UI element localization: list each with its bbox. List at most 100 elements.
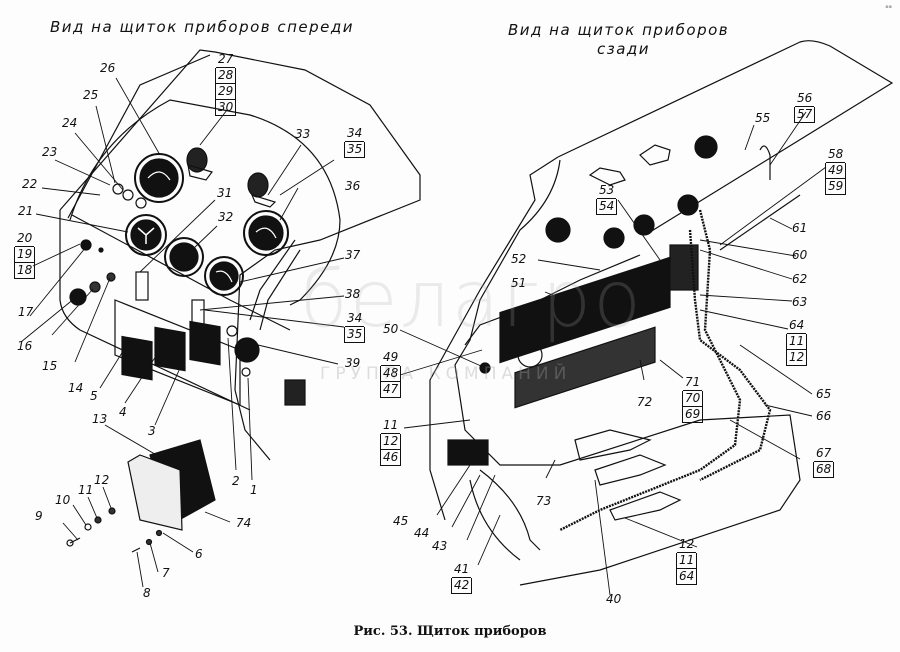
label-49b: 49 [825, 163, 847, 179]
label-56: 56 [795, 91, 815, 107]
label-11c: 11 [676, 553, 698, 569]
relay-regulator [66, 379, 306, 553]
label-67: 67 [814, 446, 834, 462]
label-17: 17 [18, 305, 34, 319]
watermark-text: ГРУППА КОМПАНИЙ [320, 364, 572, 384]
label-stack-53-54: 53 54 [596, 183, 618, 215]
label-41: 41 [452, 562, 472, 578]
label-25: 25 [83, 88, 99, 102]
switch-box [114, 299, 241, 406]
label-12: 12 [94, 473, 110, 487]
label-30: 30 [215, 100, 237, 116]
label-70: 70 [682, 391, 704, 407]
label-11: 11 [78, 483, 94, 497]
label-62: 62 [792, 272, 808, 286]
label-64b: 64 [676, 569, 698, 585]
label-13: 13 [92, 412, 108, 426]
corner-mark: ▪▪ [885, 4, 892, 10]
label-34b: 34 [345, 311, 365, 327]
label-8: 8 [143, 586, 151, 600]
label-10: 10 [55, 493, 71, 507]
label-stack-12-11-64: 12 11 64 [676, 537, 698, 585]
label-22: 22 [22, 177, 38, 191]
label-47: 47 [380, 382, 402, 398]
label-46: 46 [380, 450, 402, 466]
label-60: 60 [792, 248, 808, 262]
label-44: 44 [414, 526, 430, 540]
label-57: 57 [794, 107, 816, 123]
label-69: 69 [682, 407, 704, 423]
label-stack-20-19-18: 20 19 18 [14, 231, 36, 279]
label-stack-71-70-69: 71 70 69 [682, 375, 704, 423]
label-36: 36 [345, 179, 361, 193]
label-64: 64 [787, 318, 807, 334]
label-9: 9 [35, 509, 43, 523]
label-37: 37 [345, 248, 361, 262]
label-33: 33 [295, 127, 311, 141]
label-74: 74 [236, 516, 252, 530]
label-16: 16 [17, 339, 33, 353]
label-51: 51 [511, 276, 527, 290]
label-stack-49-48-47: 49 48 47 [380, 350, 402, 398]
label-stack-34-35-top: 34 35 [344, 126, 366, 158]
label-7: 7 [162, 566, 170, 580]
label-63: 63 [792, 295, 808, 309]
figure-caption: Рис. 53. Щиток приборов [353, 624, 547, 639]
label-66: 66 [816, 409, 832, 423]
label-27: 27 [216, 52, 236, 68]
rear-view-title-line1: Вид на щиток приборов [508, 21, 730, 39]
front-gauges [69, 147, 289, 377]
label-20: 20 [15, 231, 35, 247]
label-26: 26 [100, 61, 116, 75]
label-73: 73 [536, 494, 552, 508]
label-61: 61 [792, 221, 808, 235]
label-35: 35 [344, 142, 366, 158]
label-65: 65 [816, 387, 832, 401]
label-42: 42 [451, 578, 473, 594]
label-12c: 12 [677, 537, 697, 553]
label-40: 40 [606, 592, 622, 606]
label-58: 58 [826, 147, 846, 163]
label-38: 38 [345, 287, 361, 301]
label-11b: 11 [381, 418, 401, 434]
label-68: 68 [813, 462, 835, 478]
label-1: 1 [250, 483, 258, 497]
label-3: 3 [148, 424, 156, 438]
label-19: 19 [14, 247, 36, 263]
label-39: 39 [345, 356, 361, 370]
label-48: 48 [380, 366, 402, 382]
label-15: 15 [42, 359, 58, 373]
label-59: 59 [825, 179, 847, 195]
watermark-logo: белагро [300, 255, 643, 345]
label-2: 2 [232, 474, 240, 488]
label-43: 43 [432, 539, 448, 553]
label-50: 50 [383, 322, 399, 336]
label-5: 5 [90, 389, 98, 403]
label-52: 52 [511, 252, 527, 266]
label-14: 14 [68, 381, 84, 395]
label-29: 29 [215, 84, 237, 100]
label-23: 23 [42, 145, 58, 159]
rear-components [447, 135, 801, 561]
label-stack-67-68: 67 68 [813, 446, 835, 478]
label-11d: 11 [786, 334, 808, 350]
label-12b: 12 [380, 434, 402, 450]
label-stack-27-30: 27 28 29 30 [215, 52, 237, 116]
label-stack-64-11-12: 64 11 12 [786, 318, 808, 366]
label-28: 28 [215, 68, 237, 84]
label-55: 55 [755, 111, 771, 125]
front-view-title: Вид на щиток приборов спереди [50, 18, 355, 36]
label-18: 18 [14, 263, 36, 279]
label-6: 6 [195, 547, 203, 561]
label-stack-56-57: 56 57 [794, 91, 816, 123]
label-34: 34 [345, 126, 365, 142]
label-24: 24 [62, 116, 78, 130]
front-panel-outline [59, 49, 421, 461]
label-71: 71 [683, 375, 703, 391]
label-49: 49 [381, 350, 401, 366]
rear-view-title-line2: сзади [597, 40, 651, 58]
label-35b: 35 [344, 327, 366, 343]
label-31: 31 [217, 186, 233, 200]
